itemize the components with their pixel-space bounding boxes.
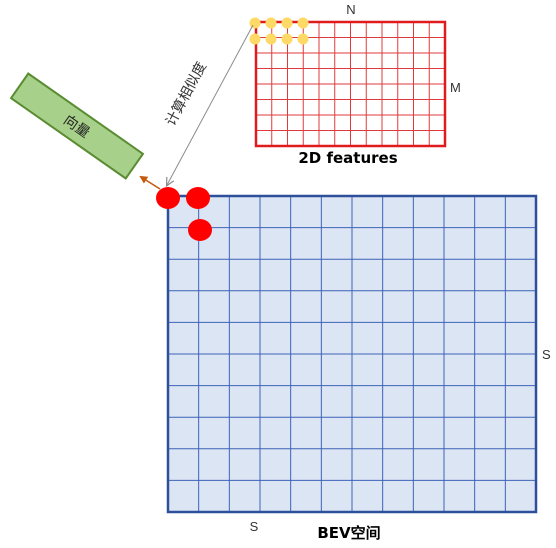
vector-box-rect — [9, 72, 145, 180]
bev-grid-title: BEV空间 — [317, 524, 380, 542]
feature-dot — [281, 17, 293, 29]
feature-dot — [265, 17, 277, 29]
bev-grid — [166, 194, 538, 514]
bev-width-label: S — [250, 519, 259, 534]
query-dot — [188, 219, 212, 241]
feature-grid — [254, 20, 447, 148]
feature-height-label: M — [450, 80, 461, 95]
feature-dot — [281, 33, 293, 45]
query-to-vector-arrow — [139, 175, 161, 190]
similarity-arrow — [167, 24, 254, 185]
feature-dot — [249, 33, 261, 45]
bev-query-dots — [156, 187, 212, 241]
bev-height-label: S — [542, 347, 551, 362]
feature-dots — [249, 17, 309, 45]
feature-dot — [297, 33, 309, 45]
feature-dot — [297, 17, 309, 29]
feature-grid-border — [254, 20, 447, 148]
bev-grid-lines — [168, 196, 536, 512]
feature-grid-title: 2D features — [298, 149, 397, 167]
feature-dot — [265, 33, 277, 45]
query-dot — [156, 187, 180, 209]
feature-dot — [249, 17, 261, 29]
bev-grid-border — [166, 194, 538, 514]
vector-box: 向量 — [9, 72, 145, 180]
feature-width-label: N — [346, 2, 355, 17]
query-dot — [186, 187, 210, 209]
